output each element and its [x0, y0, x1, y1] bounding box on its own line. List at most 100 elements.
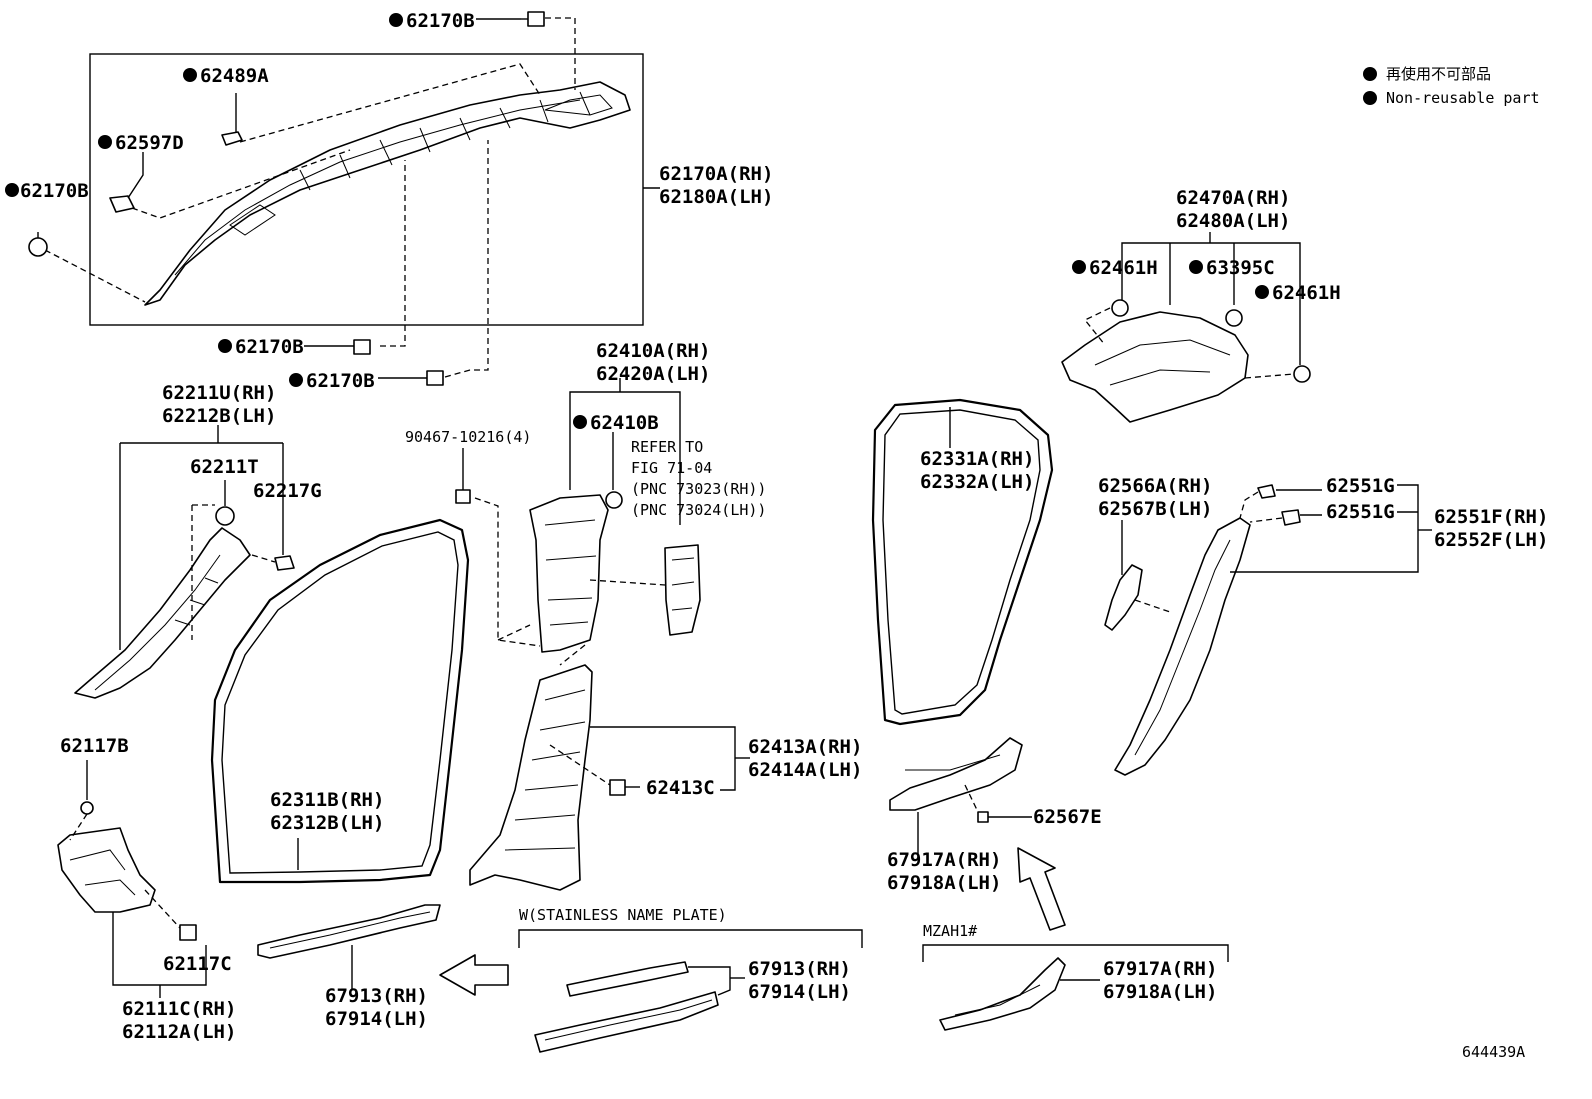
clip-62489a	[221, 131, 243, 146]
label-62567b-lh: 62567B(LH)	[1098, 498, 1212, 520]
non-reusable-dot-icon	[573, 415, 587, 429]
fastener-62170b-mid2	[378, 370, 444, 386]
non-reusable-dot-icon	[389, 13, 403, 27]
label-62461h-2: 62461H	[1272, 282, 1341, 304]
label-62420a-lh: 62420A(LH)	[596, 363, 710, 385]
fastener-62170b-left	[28, 232, 48, 257]
label-refer-3: (PNC 73023(RH))	[631, 480, 766, 498]
non-reusable-dot-icon	[289, 373, 303, 387]
figure-id: 644439A	[1462, 1043, 1525, 1061]
label-62211u-rh: 62211U(RH)	[162, 382, 276, 404]
front-pillar-garnish-group	[74, 425, 295, 699]
label-63395c: 63395C	[1206, 257, 1275, 279]
label-62414a-lh: 62414A(LH)	[748, 759, 862, 781]
rear-pillar-small-trim	[1104, 564, 1143, 631]
label-67917a-rh-2: 67917A(RH)	[1103, 958, 1217, 980]
label-62170b-top: 62170B	[406, 10, 475, 32]
rear-door-weatherstrip	[871, 398, 1054, 726]
non-reusable-dot-icon	[1363, 67, 1377, 81]
non-reusable-dot-icon	[1072, 260, 1086, 274]
clip-62211t	[215, 506, 235, 526]
label-62552f-lh: 62552F(LH)	[1434, 529, 1548, 551]
clip-62461h-2	[1293, 365, 1311, 383]
clip-62413c	[609, 779, 626, 796]
cowl-side-trim-group	[57, 760, 207, 998]
package-tray-side-trim	[1061, 311, 1249, 423]
clip-63395c	[1225, 309, 1243, 327]
non-reusable-dot-icon	[1189, 260, 1203, 274]
rear-pillar-garnish	[1114, 517, 1251, 776]
label-62480a-lh: 62480A(LH)	[1176, 210, 1290, 232]
fastener-62170b-mid1	[304, 339, 371, 355]
label-62597d: 62597D	[115, 132, 184, 154]
label-62180a-lh: 62180A(LH)	[659, 186, 773, 208]
label-62212b-lh: 62212B(LH)	[162, 405, 276, 427]
front-scuff-plate-group	[257, 904, 509, 996]
label-67914-lh-2: 67914(LH)	[748, 981, 851, 1003]
label-62170b-mid2: 62170B	[306, 370, 375, 392]
non-reusable-dot-icon	[218, 339, 232, 353]
rear-scuff-group	[889, 737, 1066, 931]
label-62470a-rh: 62470A(RH)	[1176, 187, 1290, 209]
label-62117b: 62117B	[60, 735, 129, 757]
roof-side-garnish-group	[28, 11, 660, 386]
non-reusable-dot-icon	[98, 135, 112, 149]
rear-scuff-plate-mzah	[939, 957, 1066, 1031]
front-scuff-plate	[257, 904, 441, 959]
clip-62117b	[80, 801, 94, 815]
fastener-62170b-top	[521, 11, 545, 27]
group-box	[89, 53, 644, 326]
direction-arrow-left-icon	[439, 954, 509, 996]
label-62331a-rh: 62331A(RH)	[920, 448, 1034, 470]
label-67913-rh-2: 67913(RH)	[748, 958, 851, 980]
label-62211t: 62211T	[190, 456, 259, 478]
label-67918a-lh-1: 67918A(LH)	[887, 872, 1001, 894]
clip-62217g	[274, 555, 295, 571]
legend-en: Non-reusable part	[1386, 89, 1540, 107]
clip-62461h-1	[1111, 299, 1129, 317]
label-67918a-lh-2: 67918A(LH)	[1103, 981, 1217, 1003]
label-62332a-lh: 62332A(LH)	[920, 471, 1034, 493]
label-90467: 90467-10216(4)	[405, 428, 531, 446]
label-62170b-left: 62170B	[20, 180, 89, 202]
label-62551g-1: 62551G	[1326, 475, 1395, 497]
label-62217g: 62217G	[253, 480, 322, 502]
stainless-name-plate	[566, 961, 689, 997]
clip-62567e	[977, 811, 989, 823]
label-62170a-rh: 62170A(RH)	[659, 163, 773, 185]
label-62170b-mid1: 62170B	[235, 336, 304, 358]
stainless-variant-group	[518, 929, 863, 1053]
label-w-stainless: W(STAINLESS NAME PLATE)	[519, 906, 727, 924]
clip-62117c	[179, 924, 197, 941]
label-62311b-rh: 62311B(RH)	[270, 789, 384, 811]
label-62112a-lh: 62112A(LH)	[122, 1021, 236, 1043]
legend: 再使用不可部品 Non-reusable part	[1363, 65, 1540, 107]
label-refer-4: (PNC 73024(LH))	[631, 501, 766, 519]
label-62551g-2: 62551G	[1326, 501, 1395, 523]
label-62312b-lh: 62312B(LH)	[270, 812, 384, 834]
clip-62551g-2	[1281, 509, 1301, 526]
rear-door-scuff-plate	[889, 737, 1023, 811]
mzah-variant-group	[922, 944, 1229, 1031]
label-62566a-rh: 62566A(RH)	[1098, 475, 1212, 497]
center-pillar-upper-group	[455, 378, 701, 666]
label-62567e: 62567E	[1033, 806, 1102, 828]
label-62551f-rh: 62551F(RH)	[1434, 506, 1548, 528]
label-62410a-rh: 62410A(RH)	[596, 340, 710, 362]
center-pillar-lower-garnish	[469, 664, 593, 891]
label-62117c: 62117C	[163, 953, 232, 975]
center-pillar-lower-group	[469, 664, 750, 891]
roof-side-garnish	[144, 81, 631, 306]
clip-62597d	[109, 195, 135, 213]
label-refer-1: REFER TO	[631, 438, 703, 456]
rear-pillar-garnish-group	[1104, 484, 1432, 776]
label-62413c: 62413C	[646, 777, 715, 799]
clip-62410b	[605, 491, 623, 509]
front-door-weatherstrip	[210, 518, 470, 884]
front-pillar-garnish	[74, 527, 251, 699]
bolt-90467	[455, 489, 471, 504]
center-pillar-inner-plate	[664, 544, 701, 636]
non-reusable-dot-icon	[1363, 91, 1377, 105]
cowl-side-trim	[57, 827, 156, 913]
